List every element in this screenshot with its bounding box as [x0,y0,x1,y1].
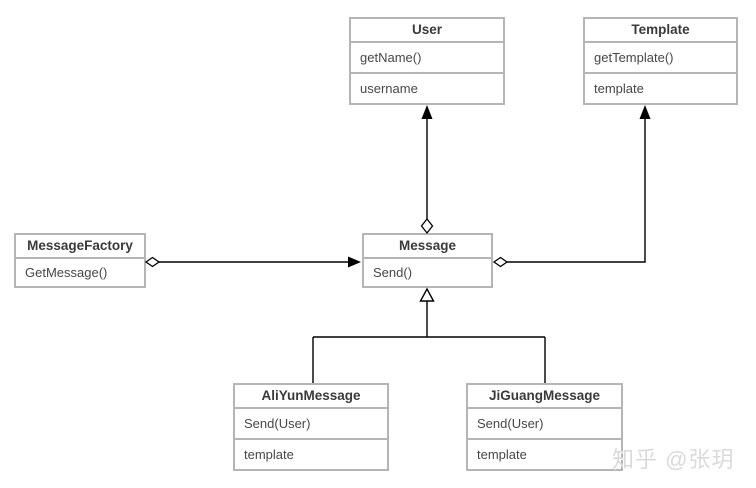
class-title-message: Message [364,235,491,259]
arrow-head-icon [421,105,433,119]
class-member: template [468,438,621,469]
aggregation-diamond-icon [420,217,434,235]
class-member: Send() [364,259,491,286]
connector-inheritance [312,287,546,383]
inheritance-triangle-icon [419,287,435,302]
connector-message-template [492,105,651,268]
class-member: Send(User) [235,409,387,438]
class-member: template [235,438,387,469]
class-box-user: User getName() username [349,17,505,105]
watermark: 知乎 @张玥 [612,447,735,472]
class-title-aliyun-message: AliYunMessage [235,385,387,409]
class-title-message-factory: MessageFactory [16,235,144,259]
class-box-message-factory: MessageFactory GetMessage() [14,233,146,288]
arrow-head-icon [639,105,651,119]
class-member: username [351,72,503,103]
class-member: Send(User) [468,409,621,438]
arrow-head-icon [348,256,361,268]
class-member: GetMessage() [16,259,144,286]
class-box-jiguang-message: JiGuangMessage Send(User) template [466,383,623,471]
class-box-message: Message Send() [362,233,493,288]
connector-factory-message [144,256,361,268]
class-box-aliyun-message: AliYunMessage Send(User) template [233,383,389,471]
class-title-template: Template [585,19,736,43]
class-title-jiguang-message: JiGuangMessage [468,385,621,409]
class-box-template: Template getTemplate() template [583,17,738,105]
class-member: getName() [351,43,503,72]
class-member: getTemplate() [585,43,736,72]
class-title-user: User [351,19,503,43]
connector-message-user [420,105,434,235]
class-member: template [585,72,736,103]
aggregation-diamond-icon [144,256,161,268]
aggregation-diamond-icon [492,256,509,268]
